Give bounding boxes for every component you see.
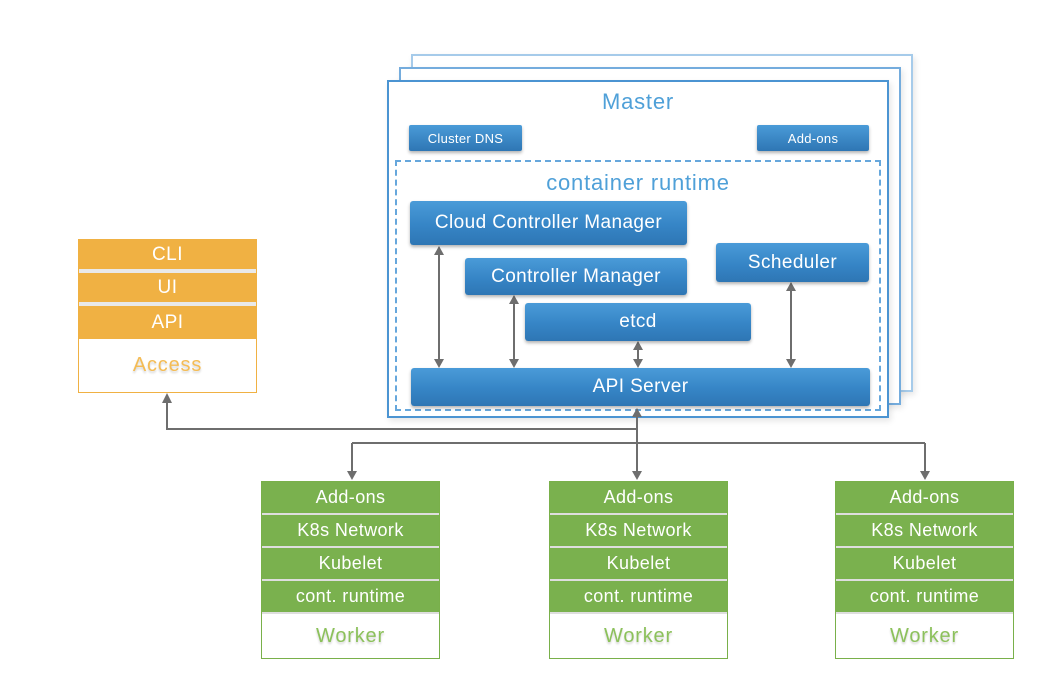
cloud-controller-manager-box: Cloud Controller Manager bbox=[410, 201, 687, 245]
access-item-api: API bbox=[79, 306, 256, 339]
cluster-dns-box: Cluster DNS bbox=[409, 125, 522, 151]
worker-row-k8s-network: K8s Network bbox=[550, 515, 727, 548]
worker-label: Worker bbox=[604, 624, 673, 647]
worker-row-cont-runtime: cont. runtime bbox=[550, 581, 727, 614]
master-addons-box: Add-ons bbox=[757, 125, 869, 151]
scheduler-box: Scheduler bbox=[716, 243, 869, 282]
access-label: Access bbox=[132, 354, 203, 376]
container-runtime-title: container runtime bbox=[546, 170, 730, 195]
worker-node-3: Add-ons K8s Network Kubelet cont. runtim… bbox=[835, 481, 1014, 659]
access-stack: CLI UI API Access bbox=[78, 239, 257, 393]
worker-row-addons: Add-ons bbox=[836, 482, 1013, 515]
api-server-box: API Server bbox=[411, 368, 870, 406]
worker-node-2: Add-ons K8s Network Kubelet cont. runtim… bbox=[549, 481, 728, 659]
worker-label: Worker bbox=[316, 624, 385, 647]
access-item-ui: UI bbox=[79, 273, 256, 306]
access-item-cli: CLI bbox=[79, 240, 256, 273]
worker-row-kubelet: Kubelet bbox=[550, 548, 727, 581]
worker-row-addons: Add-ons bbox=[262, 482, 439, 515]
worker-row-cont-runtime: cont. runtime bbox=[262, 581, 439, 614]
worker-row-kubelet: Kubelet bbox=[836, 548, 1013, 581]
worker-label: Worker bbox=[890, 624, 959, 647]
worker-row-k8s-network: K8s Network bbox=[836, 515, 1013, 548]
worker-row-addons: Add-ons bbox=[550, 482, 727, 515]
etcd-box: etcd bbox=[525, 303, 751, 341]
master-title: Master bbox=[601, 89, 675, 114]
worker-row-kubelet: Kubelet bbox=[262, 548, 439, 581]
worker-row-k8s-network: K8s Network bbox=[262, 515, 439, 548]
worker-node-1: Add-ons K8s Network Kubelet cont. runtim… bbox=[261, 481, 440, 659]
controller-manager-box: Controller Manager bbox=[465, 258, 687, 295]
worker-row-cont-runtime: cont. runtime bbox=[836, 581, 1013, 614]
